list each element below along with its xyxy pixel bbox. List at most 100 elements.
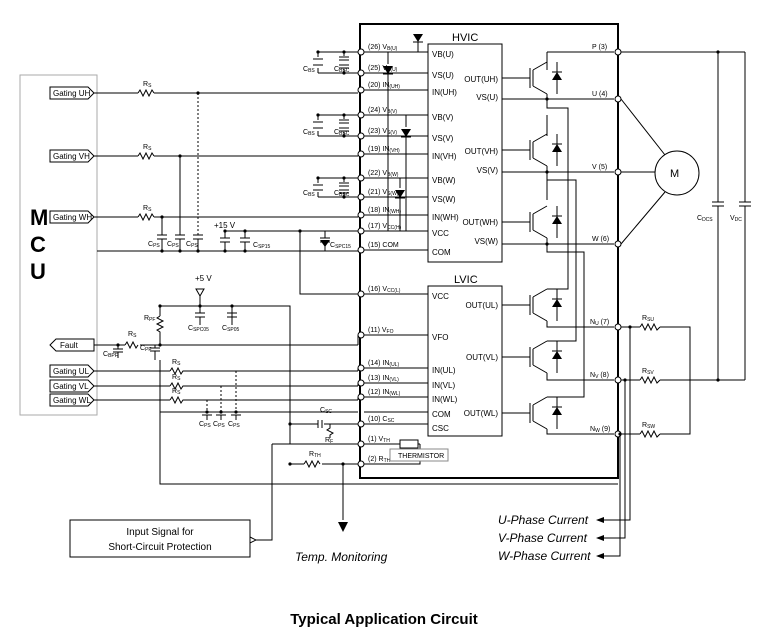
svg-text:VS(U): VS(U): [432, 71, 454, 80]
svg-text:VS(V): VS(V): [477, 166, 499, 175]
svg-text:COM: COM: [432, 248, 451, 257]
gating-uh-tag: Gating UH: [49, 86, 95, 100]
pin-14-label: (14) IN(UL): [368, 360, 399, 368]
hvic-block: HVIC VB(U) VS(U) IN(UH) VB(V) VS(V) IN(V…: [427, 32, 503, 263]
cbsc-w-label: CBSC: [334, 190, 350, 198]
pin-nu7-label: NU (7): [590, 319, 609, 327]
svg-text:Gating VH: Gating VH: [53, 152, 90, 161]
hvic-title: HVIC: [452, 32, 478, 44]
svg-text:VB(V): VB(V): [432, 113, 454, 122]
rs-vh-label: RS: [143, 144, 152, 152]
gating-ul-tag: Gating UL: [49, 364, 95, 378]
pin-nw9-label: NW (9): [590, 426, 610, 434]
v-phase-current-label: V-Phase Current: [498, 531, 588, 545]
svg-text:VS(W): VS(W): [474, 237, 498, 246]
svg-text:OUT(UL): OUT(UL): [466, 301, 499, 310]
csc-label: CSC: [320, 407, 332, 415]
svg-text:CSC: CSC: [432, 424, 449, 433]
pin-21-label: (21) VS(W): [368, 189, 399, 197]
w-phase-current-label: W-Phase Current: [498, 549, 591, 563]
gating-vl-tag: Gating VL: [49, 379, 95, 393]
pin-23-label: (23) VS(V): [368, 128, 397, 136]
svg-text:VB(W): VB(W): [432, 176, 456, 185]
pin-24-label: (24) VB(V): [368, 107, 397, 115]
pin-11-label: (11) VFO: [368, 327, 394, 335]
temp-monitoring-label: Temp. Monitoring: [295, 550, 388, 564]
pin-15-label: (15) COM: [368, 242, 399, 249]
cbs-w-label: CBS: [303, 190, 315, 198]
rf-label: RF: [325, 437, 333, 445]
mcu-block: M C U: [19, 74, 98, 416]
cbs-u-label: CBS: [303, 66, 315, 74]
rsu-label: RSU: [642, 315, 654, 323]
figure-caption: Typical Application Circuit: [290, 611, 478, 628]
svg-text:OUT(VH): OUT(VH): [465, 147, 499, 156]
cpf-label: CPF: [140, 345, 151, 353]
fault-tag: Fault: [49, 338, 95, 352]
rth-label: RTH: [309, 451, 321, 459]
pin-10-label: (10) CSC: [368, 416, 395, 424]
signal-tags: Gating UH Gating VH Gating WH Fault Gati…: [49, 86, 95, 407]
svg-text:VCC: VCC: [432, 292, 449, 301]
rs-wh-label: RS: [143, 205, 152, 213]
mcu-letter-u: U: [30, 259, 46, 284]
cbsc-v-label: CBSC: [334, 129, 350, 137]
cbs-v-label: CBS: [303, 129, 315, 137]
pin-16-label: (16) VCC(L): [368, 286, 401, 294]
pin-12-label: (12) IN(WL): [368, 389, 401, 397]
svg-text:VS(W): VS(W): [432, 195, 456, 204]
svg-text:VFO: VFO: [432, 333, 448, 342]
lvic-block: LVIC VCC VFO IN(UL) IN(VL) IN(WL) COM CS…: [427, 274, 503, 437]
svg-text:OUT(VL): OUT(VL): [466, 353, 498, 362]
vdc-label: VDC: [730, 215, 742, 223]
pin-v5-label: V (5): [592, 164, 607, 171]
svg-text:Gating VL: Gating VL: [53, 382, 89, 391]
svg-text:IN(WH): IN(WH): [432, 213, 459, 222]
cps-2-label: CPS: [167, 241, 179, 249]
csp05-label: CSP05: [222, 325, 240, 333]
u-phase-current-label: U-Phase Current: [498, 513, 589, 527]
rs-uh-label: RS: [143, 81, 152, 89]
pin-26-label: (26) VB(U): [368, 44, 398, 52]
svg-text:VB(U): VB(U): [432, 50, 454, 59]
cps-3-label: CPS: [186, 241, 198, 249]
pin-2-label: (2) RTH: [368, 456, 391, 464]
rs-wl-label: RS: [172, 388, 181, 396]
svg-text:IN(UL): IN(UL): [432, 366, 456, 375]
bootstrap-section: CBS CBSC CBS CBSC CBS CBSC: [303, 34, 423, 231]
power-stage: P (3) U (4) V (5) W (6) NU (7) NV (8) NW…: [502, 44, 622, 438]
svg-text:IN(UH): IN(UH): [432, 88, 457, 97]
svg-text:IN(VL): IN(VL): [432, 381, 455, 390]
low-side-inputs: RS RS RS CPS CPS CPS: [94, 359, 618, 485]
svg-text:OUT(WL): OUT(WL): [464, 409, 499, 418]
module-left-pins: (26) VB(U) (25) VS(U) (20) IN(UH) (24) V…: [357, 44, 428, 468]
svg-text:VS(U): VS(U): [476, 93, 498, 102]
thermistor-label: THERMISTOR: [398, 453, 444, 460]
supply-5v-label: +5 V: [195, 274, 212, 283]
rs-fault-label: RS: [128, 331, 137, 339]
svg-text:Gating WL: Gating WL: [53, 396, 91, 405]
pin-13-label: (13) IN(VL): [368, 375, 399, 383]
cbsc-u-label: CBSC: [334, 66, 350, 74]
supply-15v: +15 V CSP15 CSPC15: [214, 221, 358, 295]
pin-1-label: (1) VTH: [368, 436, 390, 444]
pin-w6-label: W (6): [592, 236, 609, 243]
svg-text:Gating WH: Gating WH: [53, 213, 92, 222]
mcu-letter-m: M: [30, 205, 48, 230]
input-signal-line2: Short-Circuit Protection: [108, 542, 211, 553]
svg-text:IN(VH): IN(VH): [432, 152, 457, 161]
rs-vl-label: RS: [172, 374, 181, 382]
svg-text:VS(V): VS(V): [432, 134, 454, 143]
rpf-label: RPF: [144, 315, 155, 323]
mcu-letter-c: C: [30, 232, 46, 257]
gating-wh-tag: Gating WH: [49, 210, 95, 224]
gate-input-network: RS RS RS CPS CPS CPS: [94, 81, 358, 253]
svg-text:VCC: VCC: [432, 229, 449, 238]
svg-text:OUT(UH): OUT(UH): [464, 75, 498, 84]
cspc15-label: CSPC15: [330, 242, 351, 250]
rsv-label: RSV: [642, 368, 654, 376]
cps-vl-label: CPS: [213, 421, 225, 429]
svg-text:Fault: Fault: [60, 341, 79, 350]
bootstrap-diodes: [383, 34, 423, 231]
pin-20-label: (20) IN(UH): [368, 82, 400, 90]
